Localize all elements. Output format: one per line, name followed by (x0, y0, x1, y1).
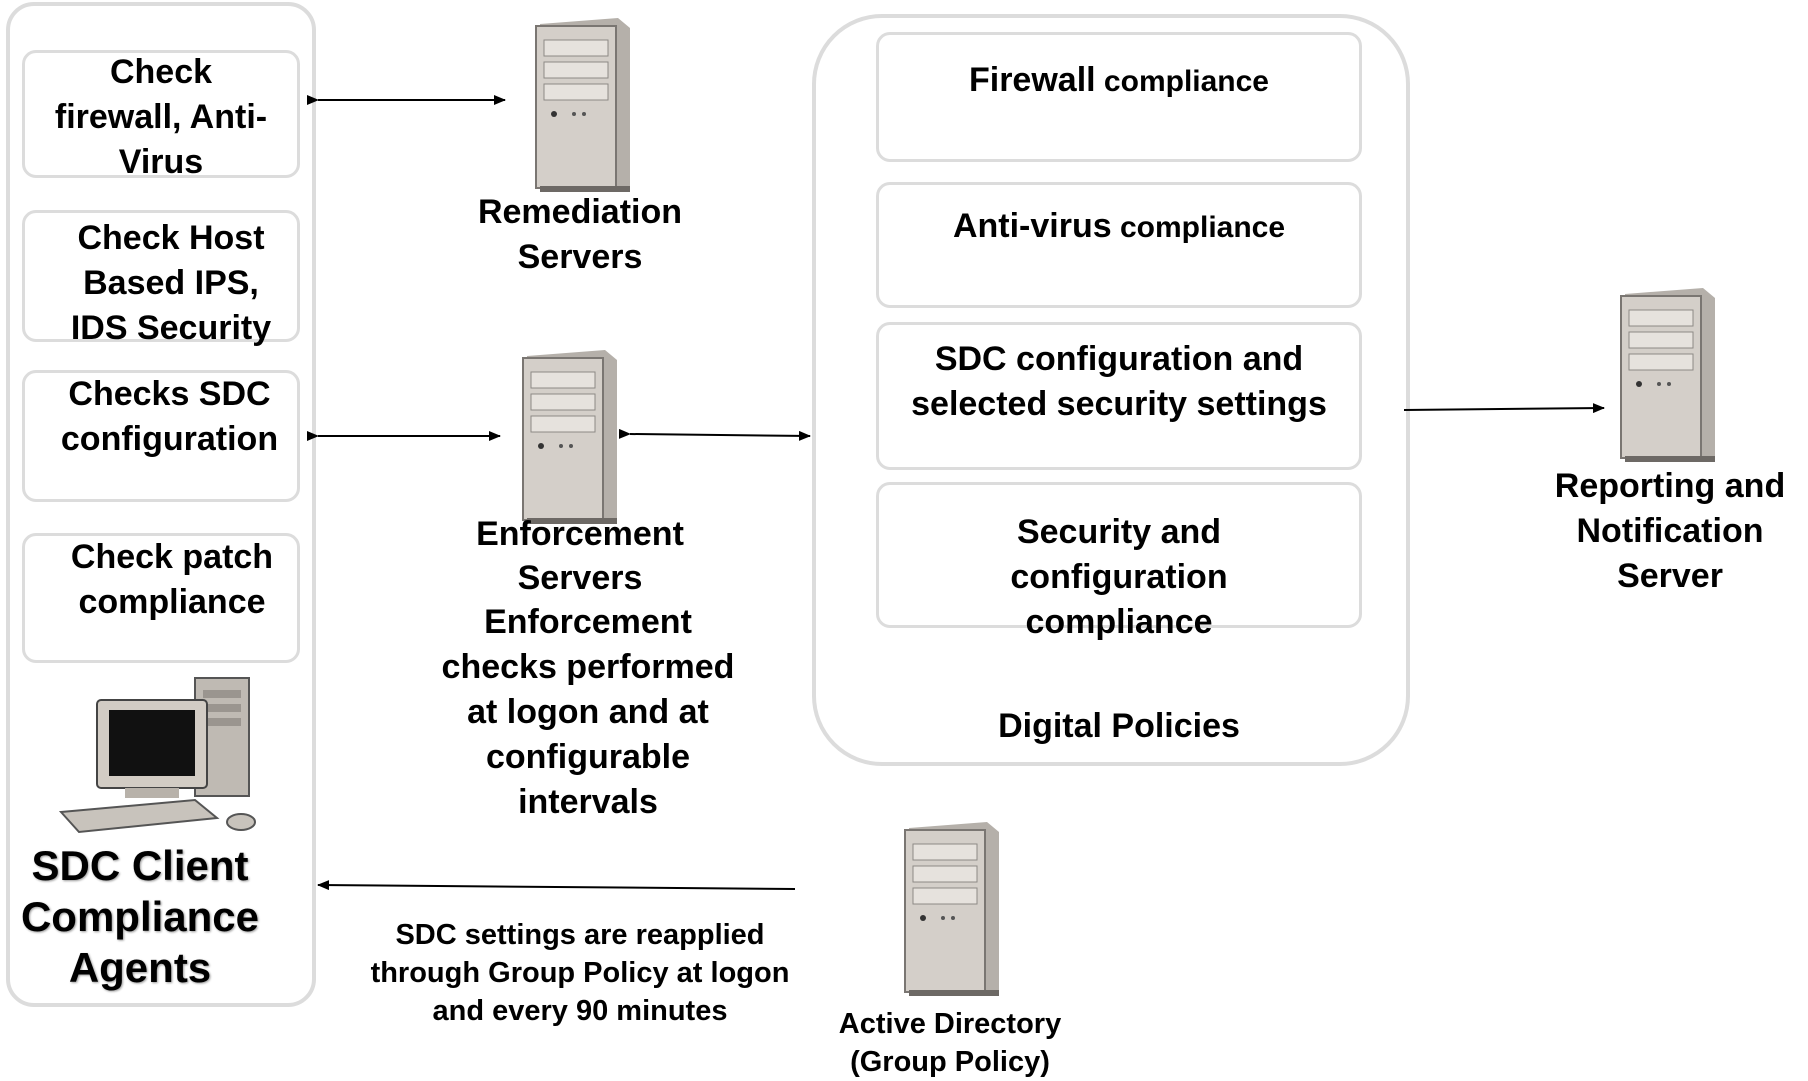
reporting-server-label: Reporting and Notification Server (1554, 467, 1786, 595)
digital-policies-panel (812, 14, 1410, 766)
arrow-enforcement-policies (618, 428, 811, 441)
policy-text-antivirus: Anti-virus compliance (952, 207, 1286, 245)
arrow-policies-reporting (1403, 403, 1605, 414)
check-text-firewall-antivirus: Check firewall, Anti- Virus (54, 53, 268, 181)
check-box-firewall-antivirus (22, 50, 300, 178)
policy-box-firewall (876, 32, 1362, 162)
policy-box-sdc-configuration (876, 322, 1362, 470)
active-directory-label: Active Directory (Group Policy) (838, 1008, 1062, 1078)
desktop-computer-icon (58, 677, 256, 834)
enforcement-server-icon (522, 350, 617, 524)
enforcement-note: Enforcement checks performed at logon an… (441, 603, 735, 821)
arrow-ad-client (317, 880, 796, 891)
check-box-host-ips (22, 210, 300, 342)
enforcement-servers-label: Enforcement Servers (476, 515, 684, 597)
group-policy-note: SDC settings are reapplied through Group… (370, 919, 790, 1027)
remediation-server-icon (535, 18, 630, 192)
digital-policies-label: Digital Policies (998, 707, 1240, 745)
remediation-servers-label: Remediation Servers (477, 193, 683, 276)
check-box-sdc-configuration (22, 370, 300, 502)
policy-box-antivirus (876, 182, 1362, 308)
policy-text-security-configuration: Security and configuration compliance (1010, 513, 1228, 641)
client-panel (6, 2, 316, 1007)
policy-text-sdc-configuration: SDC configuration and selected security … (911, 340, 1327, 423)
client-agents-label: SDC Client Compliance Agents (20, 842, 260, 991)
policy-text-firewall: Firewall compliance (968, 61, 1269, 99)
active-directory-server-icon (904, 822, 999, 996)
check-box-patch (22, 533, 300, 663)
reporting-server-icon (1620, 288, 1715, 462)
policy-box-security-configuration (876, 482, 1362, 628)
check-text-host-ips: Check Host Based IPS, IDS Security (70, 219, 272, 347)
check-text-patch: Check patch compliance (70, 538, 274, 621)
check-text-sdc-configuration: Checks SDC configuration (60, 375, 279, 458)
